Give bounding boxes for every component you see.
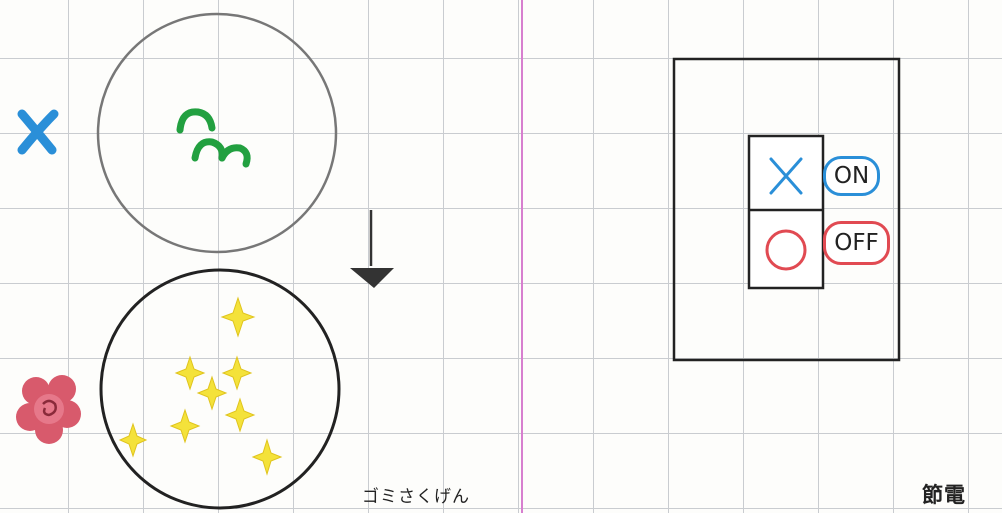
down-arrow-icon bbox=[350, 210, 394, 288]
switch-box bbox=[749, 136, 823, 288]
yellow-sparkle-icons bbox=[120, 298, 281, 474]
flower-icon bbox=[16, 375, 81, 444]
blue-x-icon bbox=[22, 114, 54, 150]
off-label: OFF bbox=[823, 221, 890, 265]
caption-right: 節電 bbox=[922, 479, 966, 509]
bottom-circle bbox=[101, 270, 339, 508]
caption-left: ゴミさくげん bbox=[362, 482, 470, 507]
green-mold-icon bbox=[180, 112, 247, 164]
on-label: ON bbox=[823, 156, 880, 196]
top-circle bbox=[98, 14, 336, 252]
